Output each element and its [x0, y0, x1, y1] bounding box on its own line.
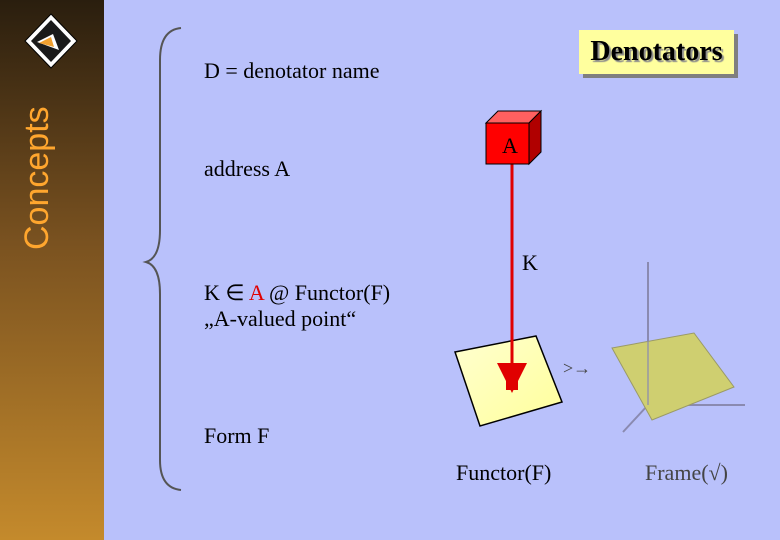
denotator-name-line: D = denotator name	[204, 58, 380, 83]
frame-label: Frame(√)	[645, 460, 728, 485]
k-address-a: A	[248, 280, 264, 305]
slide-title: Denotators	[590, 36, 723, 67]
k-prefix: K	[204, 280, 226, 305]
address-line: address A	[204, 156, 291, 181]
map-symbol: >→	[563, 358, 592, 378]
slide-title-box: Denotators	[579, 30, 734, 74]
a-valued-point-line: „A-valued point“	[204, 306, 357, 331]
arrow-label: K	[522, 250, 538, 275]
k-element-line: K ∈ A @ Functor(F)	[204, 280, 390, 305]
left-brace	[142, 27, 182, 491]
functor-label: Functor(F)	[456, 460, 552, 485]
address-cube	[484, 109, 543, 166]
k-suffix: @ Functor(F)	[263, 280, 391, 305]
logo-icon	[24, 13, 78, 69]
form-line: Form F	[204, 423, 270, 448]
sidebar: Concepts	[0, 0, 104, 540]
cube-label: A	[502, 133, 518, 158]
element-of-symbol: ∈	[225, 280, 245, 305]
frame-plane	[611, 332, 735, 421]
